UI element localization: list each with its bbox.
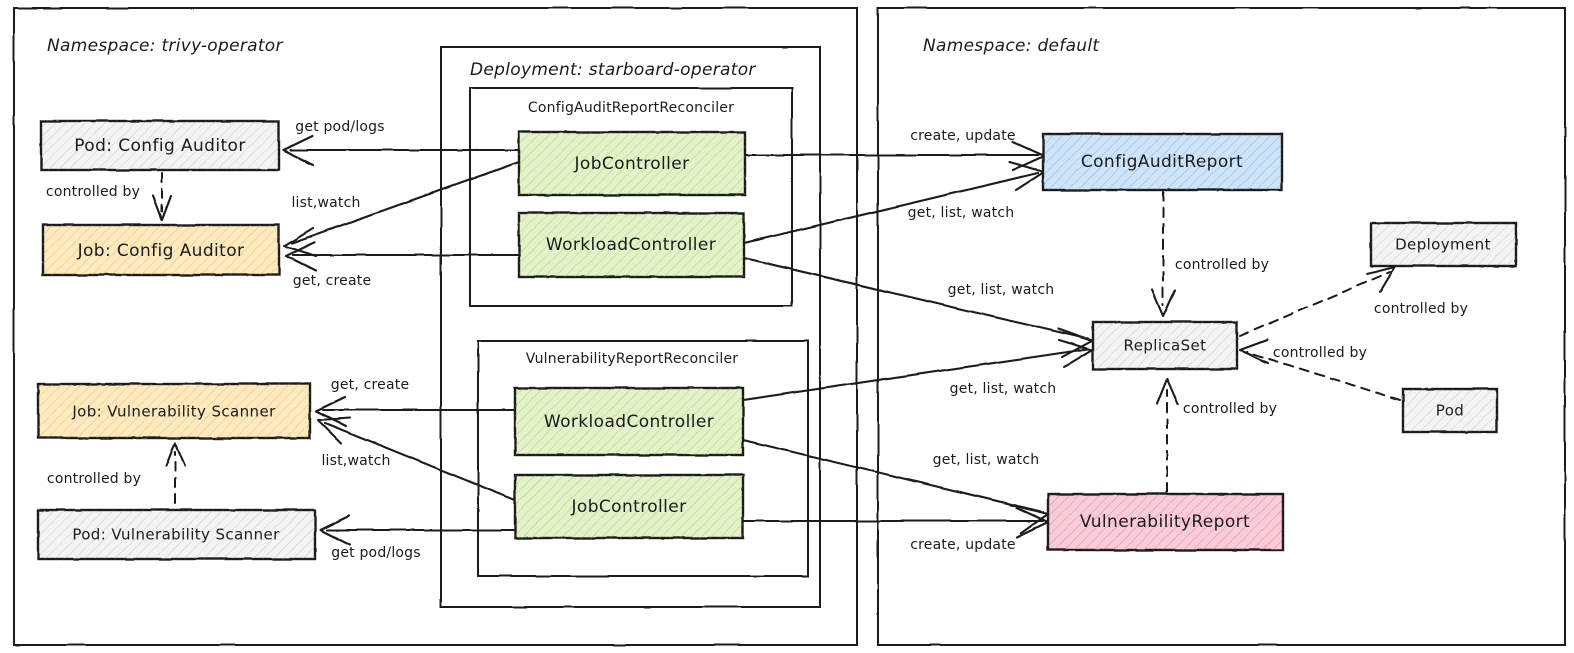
label-namespace-trivy-operator: Namespace: trivy-operator	[47, 36, 284, 56]
arrowhead-e13	[318, 514, 352, 547]
edge-get-list-watch-replicaset-vuln	[741, 347, 1090, 402]
node-label-pod-config-auditor: Pod: Config Auditor	[74, 136, 246, 156]
edge-label-create-update-car: create, update	[910, 128, 1015, 144]
arrowhead-e2	[151, 194, 173, 222]
node-configauditreport[interactable]: ConfigAuditReport	[1041, 132, 1284, 192]
node-workloadcontroller-vuln[interactable]: WorkloadController	[513, 386, 745, 457]
node-replicaset[interactable]: ReplicaSet	[1091, 320, 1239, 371]
node-label-jobcontroller-config: JobController	[573, 154, 689, 174]
node-vulnerabilityreport[interactable]: VulnerabilityReport	[1046, 492, 1285, 552]
node-workloadcontroller-config[interactable]: WorkloadController	[517, 211, 746, 279]
arrowhead-e1	[281, 134, 315, 167]
edge-list-watch-vuln	[323, 421, 517, 502]
arrowhead-e4	[284, 240, 318, 273]
edge-label-controlled-by-deployment: controlled by	[1374, 301, 1468, 317]
edge-label-controlled-by-car: controlled by	[1175, 257, 1269, 273]
label-namespace-default: Namespace: default	[923, 36, 1100, 56]
node-pod-resource[interactable]: Pod	[1401, 387, 1499, 434]
node-pod-config-auditor[interactable]: Pod: Config Auditor	[39, 119, 281, 172]
edge-label-get-pod-logs-config: get pod/logs	[295, 119, 385, 135]
node-label-job-vulnerability-scanner: Job: Vulnerability Scanner	[71, 403, 276, 421]
node-label-configauditreport: ConfigAuditReport	[1081, 152, 1243, 172]
edge-label-get-list-watch-vr: get, list, watch	[933, 452, 1040, 468]
node-pod-vulnerability-scanner[interactable]: Pod: Vulnerability Scanner	[36, 508, 317, 561]
edge-get-list-watch-vulnerabilityreport	[741, 438, 1045, 514]
node-label-workloadcontroller-config: WorkloadController	[546, 235, 716, 255]
edge-get-list-watch-replicaset-config	[742, 256, 1090, 341]
node-label-jobcontroller-vuln: JobController	[570, 497, 686, 517]
edge-label-controlled-by-config-pod: controlled by	[46, 184, 140, 200]
edge-label-controlled-by-vr: controlled by	[1183, 401, 1277, 417]
node-label-pod-resource: Pod	[1436, 402, 1464, 420]
arrowhead-e16	[1155, 377, 1180, 406]
node-label-workloadcontroller-vuln: WorkloadController	[544, 412, 714, 432]
node-label-deployment-resource: Deployment	[1395, 236, 1491, 254]
node-job-config-auditor[interactable]: Job: Config Auditor	[41, 223, 281, 277]
arrowhead-e10	[314, 395, 348, 428]
edge-label-create-update-vr: create, update	[910, 537, 1015, 553]
edge-label-get-create-vuln: get, create	[331, 377, 410, 393]
edge-label-get-list-watch-rs-vuln: get, list, watch	[950, 381, 1057, 397]
edge-label-controlled-by-vuln-pod: controlled by	[47, 471, 141, 487]
node-jobcontroller-config[interactable]: JobController	[517, 130, 747, 197]
node-jobcontroller-vuln[interactable]: JobController	[513, 473, 745, 540]
arrowhead-e3	[282, 226, 318, 258]
arrowhead-e18	[1238, 338, 1270, 365]
edge-label-get-list-watch-car: get, list, watch	[908, 205, 1015, 221]
edge-label-get-pod-logs-vuln: get pod/logs	[331, 545, 421, 561]
edge-controlled-by-deployment	[1239, 271, 1391, 337]
arrowhead-e12	[164, 441, 187, 468]
label-configauditreportreconciler: ConfigAuditReportReconciler	[528, 100, 734, 116]
node-label-pod-vulnerability-scanner: Pod: Vulnerability Scanner	[72, 526, 280, 544]
edge-label-get-create-config: get, create	[293, 273, 372, 289]
edge-controlled-by-pod-replicaset	[1246, 351, 1401, 401]
edge-label-list-watch-config: list,watch	[291, 195, 360, 211]
node-label-vulnerabilityreport: VulnerabilityReport	[1080, 512, 1250, 532]
edge-get-list-watch-configauditreport	[742, 171, 1040, 245]
node-label-replicaset: ReplicaSet	[1124, 337, 1207, 355]
arrowhead-e11	[316, 416, 352, 445]
edge-list-watch-config	[290, 160, 521, 245]
edge-label-get-list-watch-rs-config: get, list, watch	[948, 282, 1055, 298]
arrowhead-e7	[1150, 288, 1177, 318]
node-job-vulnerability-scanner[interactable]: Job: Vulnerability Scanner	[36, 382, 312, 440]
edge-label-list-watch-vuln: list,watch	[321, 453, 390, 469]
node-label-job-config-auditor: Job: Config Auditor	[77, 241, 245, 261]
label-vulnerabilityreportreconciler: VulnerabilityReportReconciler	[526, 351, 738, 367]
edge-label-controlled-by-pod: controlled by	[1273, 345, 1367, 361]
label-deployment-starboard-operator: Deployment: starboard-operator	[470, 60, 756, 80]
group-vulnerabilityreportreconciler	[477, 340, 809, 577]
node-deployment-resource[interactable]: Deployment	[1369, 221, 1518, 268]
